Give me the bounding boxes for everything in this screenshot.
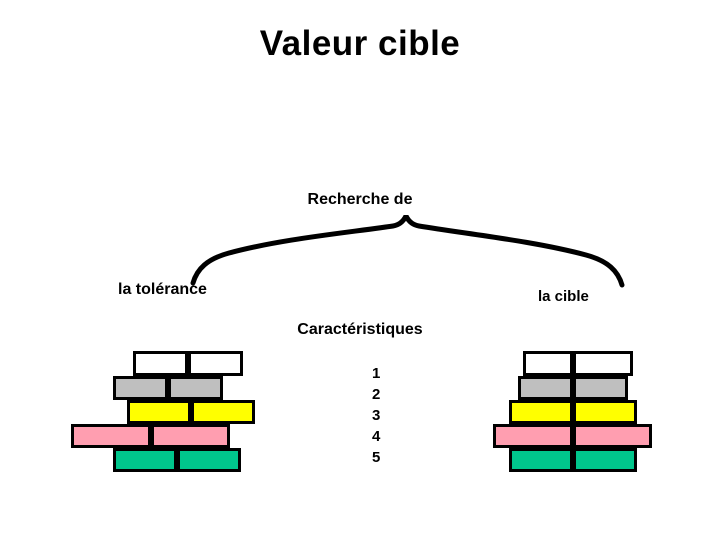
label-recherche-de: Recherche de xyxy=(307,191,413,208)
page-title: Valeur cible xyxy=(259,24,461,63)
brick-cible-stack-row4-right[interactable] xyxy=(573,424,652,448)
brick-cible-stack-row1-right[interactable] xyxy=(573,351,633,376)
brick-tolerance-stack-row2-left[interactable] xyxy=(113,376,168,400)
brick-cible-stack-row1-left[interactable] xyxy=(523,351,573,376)
characteristic-number: 5 xyxy=(372,449,381,466)
brick-cible-stack-row4-left[interactable] xyxy=(493,424,573,448)
brick-cible-stack-row2-left[interactable] xyxy=(518,376,573,400)
characteristic-number: 2 xyxy=(372,386,381,403)
brick-tolerance-stack-row1-left[interactable] xyxy=(133,351,188,376)
brick-tolerance-stack-row5-left[interactable] xyxy=(113,448,177,472)
characteristic-number: 4 xyxy=(372,428,381,445)
brick-cible-stack-row5-left[interactable] xyxy=(509,448,573,472)
curly-brace-down-icon xyxy=(190,215,625,288)
brick-cible-stack-row2-right[interactable] xyxy=(573,376,628,400)
label-la-cible: la cible xyxy=(538,288,589,305)
characteristic-number: 3 xyxy=(372,407,381,424)
brick-tolerance-stack-row4-right[interactable] xyxy=(151,424,230,448)
brick-tolerance-stack-row4-left[interactable] xyxy=(71,424,151,448)
brick-cible-stack-row3-right[interactable] xyxy=(573,400,637,424)
brick-tolerance-stack-row1-right[interactable] xyxy=(188,351,243,376)
brick-tolerance-stack-row3-left[interactable] xyxy=(127,400,191,424)
characteristics-number-list: 1 2 3 4 5 xyxy=(372,363,402,468)
brick-tolerance-stack-row3-right[interactable] xyxy=(191,400,255,424)
brick-tolerance-stack-row5-right[interactable] xyxy=(177,448,241,472)
brick-tolerance-stack-row2-right[interactable] xyxy=(168,376,223,400)
label-la-tolerance: la tolérance xyxy=(118,281,207,298)
characteristic-number: 1 xyxy=(372,365,381,382)
brick-cible-stack-row3-left[interactable] xyxy=(509,400,573,424)
brick-cible-stack-row5-right[interactable] xyxy=(573,448,637,472)
label-caracteristiques: Caractéristiques xyxy=(297,321,423,338)
